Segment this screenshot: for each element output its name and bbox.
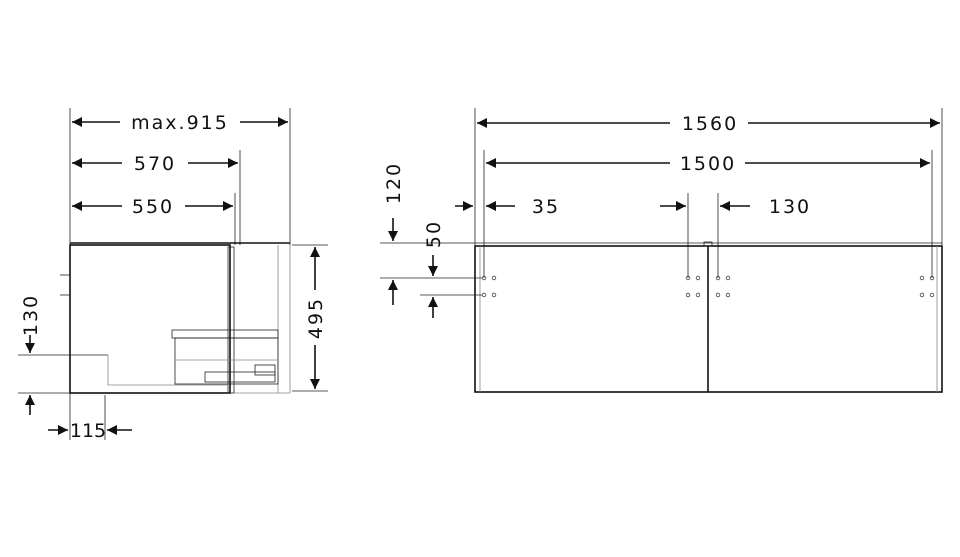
- dimension-115: 115: [48, 420, 132, 442]
- dimension-label: 130: [769, 196, 811, 218]
- dimension-35: 35: [455, 196, 560, 218]
- dimension-label: 130: [20, 294, 42, 336]
- front-view: 1560 1500 35 130: [380, 108, 943, 393]
- cabinet-front: [380, 241, 943, 393]
- dimension-1500: 1500: [486, 153, 930, 175]
- dimension-label: 50: [423, 220, 445, 248]
- dimension-130-siphon: 130: [18, 294, 108, 415]
- dimension-label: 1500: [680, 153, 736, 175]
- cabinet-side: [60, 242, 291, 394]
- dimension-label: 570: [134, 153, 176, 175]
- dimension-max-915: max.915: [72, 112, 288, 134]
- dimension-570: 570: [72, 153, 238, 175]
- dimension-label: 495: [305, 297, 327, 339]
- dimension-495: 495: [292, 244, 328, 392]
- dimension-label: 1560: [682, 113, 738, 135]
- drawer-mechanism: [171, 329, 279, 385]
- dimension-label: 550: [132, 196, 174, 218]
- dimension-label: 120: [383, 162, 405, 204]
- dimension-50: 50: [420, 220, 482, 318]
- dimension-1560: 1560: [477, 113, 940, 135]
- side-view: max.915 570 550: [18, 108, 328, 442]
- dimension-label: 115: [70, 420, 106, 442]
- dimension-120: 120: [380, 162, 482, 305]
- dimension-label: 35: [532, 196, 560, 218]
- dimension-550: 550: [72, 196, 233, 218]
- mounting-holes: [481, 275, 935, 298]
- dimension-130-holes: 130: [660, 196, 811, 218]
- dimension-label: max.915: [131, 112, 229, 134]
